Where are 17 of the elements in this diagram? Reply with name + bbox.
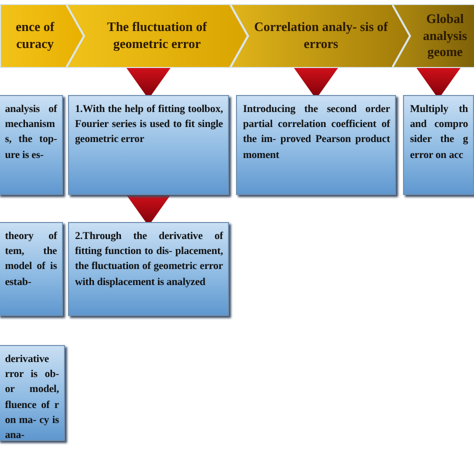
text-box	[68, 95, 229, 195]
step-description: Introducing the second order partial correlation coefficient of the im- proved Pearson product moment	[243, 103, 390, 163]
step-description: 1.With the help of fitting toolbox, Fourier series is used to fit single geometric error	[75, 103, 223, 148]
step-description: 2.Through the derivative of fitting function to dis- placement, the fluctuation of geometric error with displacement is analyzed	[75, 230, 223, 290]
step-description: analysis of mechanism s, the top- ure is es-	[5, 103, 57, 163]
step-description: Multiply th and compro sider the g error on acc	[410, 103, 468, 163]
text-box	[0, 222, 63, 316]
step-title: ence of curacy	[14, 19, 56, 53]
text-box	[0, 95, 63, 195]
text-box	[236, 95, 396, 195]
text-box	[68, 222, 229, 316]
step-title: Global analysis geome	[422, 10, 468, 62]
step-description: derivative rror is ob- or model, fluence of r on ma- cy is ana-	[5, 353, 59, 444]
step-title: The fluctuation of geometric error	[106, 19, 208, 53]
step-title: Correlation analy- sis of errors	[253, 19, 389, 53]
step-description: theory of tem, the model of is estab-	[5, 230, 57, 290]
text-box	[0, 345, 65, 441]
